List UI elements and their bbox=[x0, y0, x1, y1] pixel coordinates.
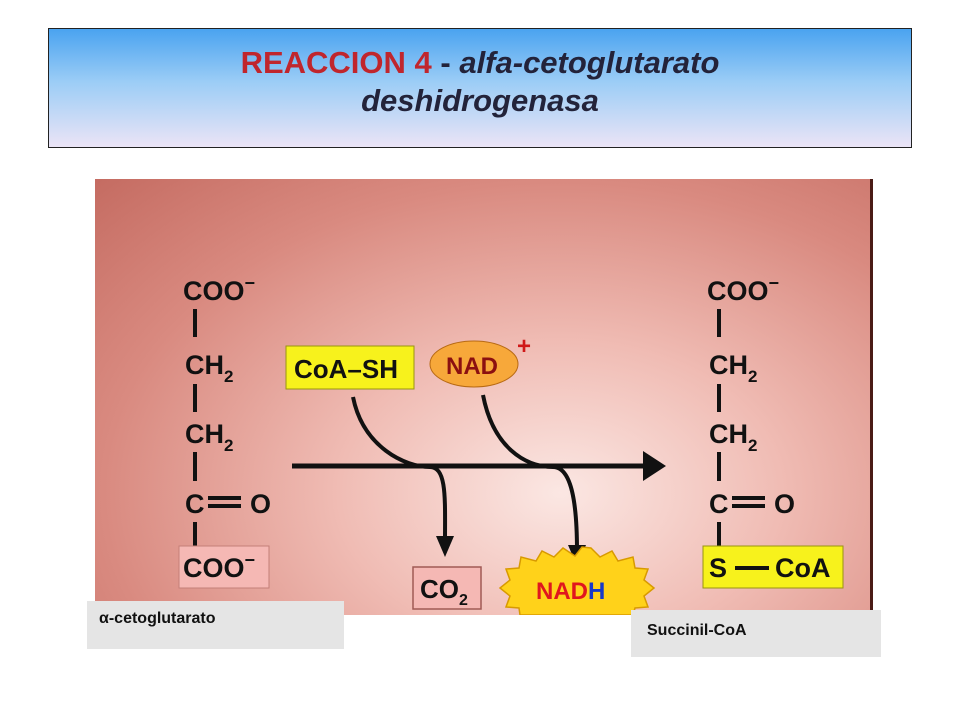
substrate-carbonyl-o: O bbox=[250, 489, 271, 519]
co2-box bbox=[412, 566, 482, 610]
substrate-name-label: α-cetoglutarato bbox=[87, 601, 344, 649]
reaction-diagram: COO− CH2 CH2 C O COO− CoA–SH NAD + CO2 bbox=[95, 179, 873, 615]
substrate-coo-top: COO− bbox=[183, 273, 255, 306]
title-line-1: REACCION 4 - alfa-cetoglutarato bbox=[49, 44, 911, 82]
nad-charge: + bbox=[517, 333, 531, 360]
nadh-starburst bbox=[498, 546, 656, 615]
product-name-label: Succinil-CoA bbox=[631, 610, 881, 657]
title-separator: - bbox=[431, 45, 460, 80]
product-sulfur: S bbox=[709, 553, 727, 583]
title-enzyme-part2: deshidrogenasa bbox=[361, 83, 599, 118]
product-coa: CoA bbox=[775, 553, 831, 583]
main-reaction-arrow-head bbox=[643, 451, 666, 481]
substrate-leaving-coo-highlight bbox=[178, 545, 270, 589]
product-thioester-highlight bbox=[702, 545, 844, 589]
product-ch2-a: CH2 bbox=[709, 350, 757, 386]
product-coo-top: COO− bbox=[707, 273, 779, 306]
reaction-diagram-svg: COO− CH2 CH2 C O COO− CoA–SH NAD + CO2 bbox=[178, 273, 844, 615]
coash-box bbox=[285, 345, 415, 390]
substrate-coo-bottom: COO− bbox=[183, 550, 255, 583]
co2-release-arrowhead bbox=[436, 536, 454, 557]
nadh-label: NADH bbox=[536, 578, 605, 605]
title-reaction-number: REACCION 4 bbox=[240, 45, 432, 80]
substrate-ch2-a: CH2 bbox=[185, 350, 233, 386]
nadh-formation-arrow bbox=[481, 394, 579, 552]
product-carbonyl-o: O bbox=[774, 489, 795, 519]
title-enzyme-part1: alfa-cetoglutarato bbox=[459, 45, 720, 80]
substrate-carbonyl-c: C bbox=[185, 489, 205, 519]
product-carbonyl-c: C bbox=[709, 489, 729, 519]
product-ch2-b: CH2 bbox=[709, 419, 757, 455]
co2-release-arrow bbox=[351, 396, 448, 543]
title-banner: REACCION 4 - alfa-cetoglutarato deshidro… bbox=[48, 28, 912, 148]
coash-label: CoA–SH bbox=[294, 354, 398, 384]
nad-oval bbox=[429, 340, 519, 388]
co2-label: CO2 bbox=[420, 574, 468, 609]
substrate-ch2-b: CH2 bbox=[185, 419, 233, 455]
nad-label: NAD bbox=[446, 353, 498, 380]
